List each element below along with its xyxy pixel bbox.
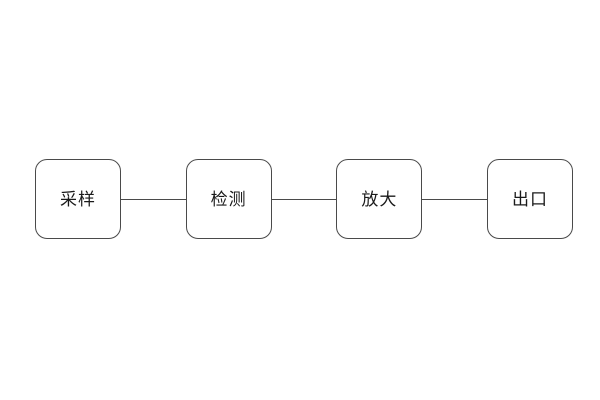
flow-node-amplification: 放大 — [336, 159, 423, 239]
flow-node-detection-label: 检测 — [210, 189, 247, 209]
connector-line-2 — [271, 198, 337, 200]
connector-line-1 — [121, 198, 186, 200]
connector-line-3 — [422, 198, 488, 200]
flow-node-output: 出口 — [487, 159, 574, 239]
flow-node-amplification-label: 放大 — [361, 189, 398, 209]
flowchart-row: 采样 检测 放大 出口 — [35, 159, 574, 239]
flow-node-sampling: 采样 — [35, 159, 121, 239]
flow-node-sampling-label: 采样 — [60, 189, 96, 209]
flow-node-output-label: 出口 — [512, 189, 549, 209]
flow-node-detection: 检测 — [185, 159, 272, 239]
